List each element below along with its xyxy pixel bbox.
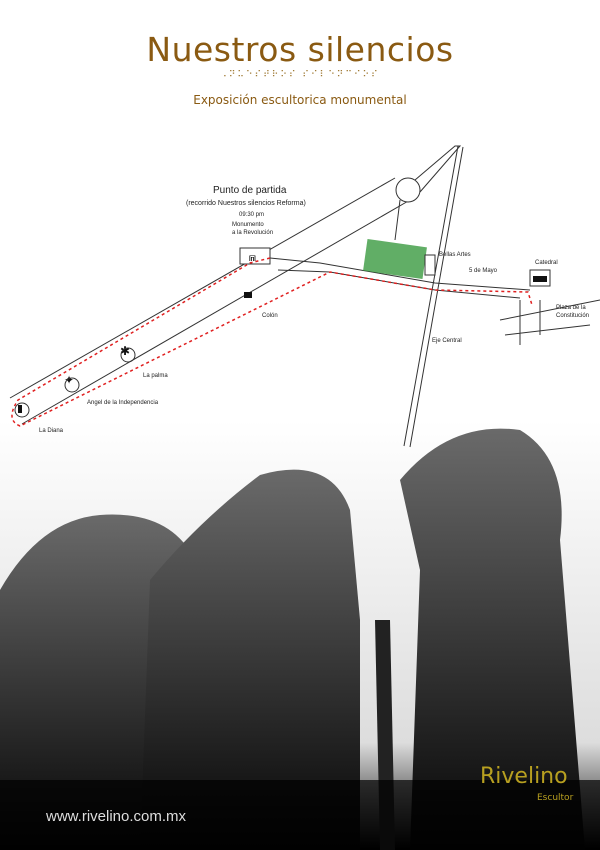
brand-name: Rivelino xyxy=(480,764,568,789)
eje-central-road xyxy=(403,145,464,448)
reforma-upper xyxy=(9,177,396,399)
bellas-artes-box xyxy=(424,254,436,276)
alameda-park xyxy=(363,238,427,280)
route-map: ⩎ ✱ ✦ xyxy=(9,145,600,448)
sculptures-photo xyxy=(0,420,600,850)
reforma-lower xyxy=(21,199,411,425)
palm-icon: ✱ xyxy=(120,344,130,358)
start-sub: (recorrido Nuestros silencios Reforma) xyxy=(186,200,306,207)
cinco-mayo-label: 5 de Mayo xyxy=(469,268,498,274)
monumento-label-1: Monumento xyxy=(232,222,264,228)
diana-label: La Diana xyxy=(39,428,64,434)
eje-label: Eje Central xyxy=(432,338,462,344)
website-link[interactable]: www.rivelino.com.mx xyxy=(46,808,187,825)
braille-title: ⠠⠝⠥⠑⠎⠞⠗⠕⠎ ⠎⠊⠇⠑⠝⠉⠊⠕⠎ xyxy=(220,70,380,80)
start-title: Punto de partida xyxy=(213,185,287,196)
juarez-5mayo-road xyxy=(269,257,531,291)
start-time: 09:30 pm xyxy=(239,212,265,218)
colon-label: Colón xyxy=(262,313,278,319)
colon-icon xyxy=(244,292,252,298)
sculpture-right xyxy=(400,428,585,850)
plaza-label-2: Constitución xyxy=(556,313,590,319)
sculpture-center xyxy=(140,469,360,850)
brand-subtitle: Escultor xyxy=(537,793,574,803)
angel-label: Angel de la Independencia xyxy=(87,400,159,406)
route-path xyxy=(11,257,533,427)
bellas-artes-label: Bellas Artes xyxy=(439,252,471,258)
palma-label: La palma xyxy=(143,373,168,379)
poster-subtitle: Exposición escultorica monumental xyxy=(193,93,407,107)
monumento-label-2: a la Revolución xyxy=(232,230,274,236)
angel-icon: ✦ xyxy=(64,373,74,387)
monumento-icon: ⩎ xyxy=(249,250,256,264)
catedral-label: Catedral xyxy=(535,260,558,266)
plaza-label-1: Plaza de la xyxy=(556,305,586,311)
catedral-icon xyxy=(533,276,547,282)
poster-title: Nuestros silencios xyxy=(146,30,454,69)
roundabout xyxy=(395,177,421,203)
diana-icon xyxy=(18,405,22,413)
